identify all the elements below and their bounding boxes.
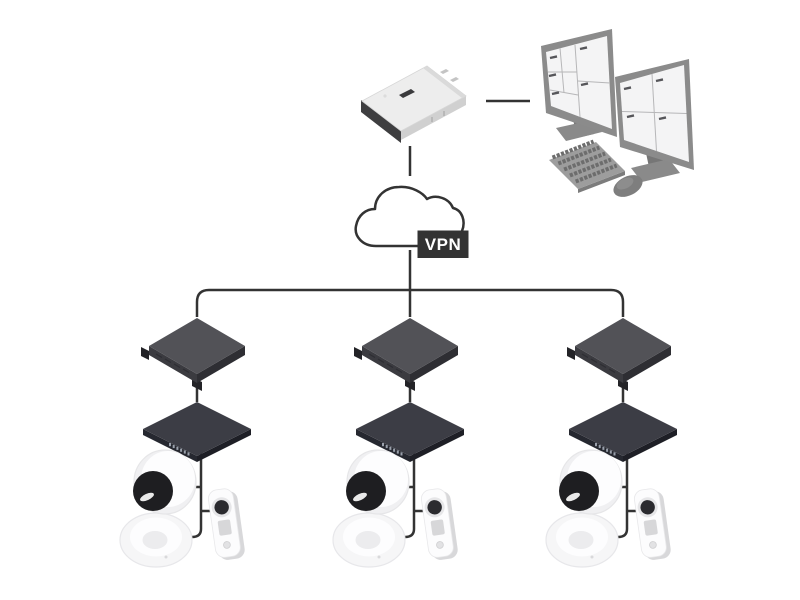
left-monitor-icon xyxy=(541,29,617,137)
distribution-bus xyxy=(195,288,625,317)
dual-monitor-workstation-icon xyxy=(541,29,694,197)
mouse-icon xyxy=(613,175,643,197)
site-3 xyxy=(544,316,679,569)
vpn-label-bg xyxy=(417,230,469,258)
vpn-label: VPN xyxy=(417,230,469,258)
rack-server-icon xyxy=(361,65,467,143)
keyboard-icon xyxy=(549,139,625,193)
right-monitor-icon xyxy=(615,59,694,170)
site-2 xyxy=(331,316,466,569)
vpn-label-text: VPN xyxy=(425,235,461,254)
vpn-cloud-icon: VPN xyxy=(354,185,469,258)
site-1 xyxy=(118,316,253,569)
